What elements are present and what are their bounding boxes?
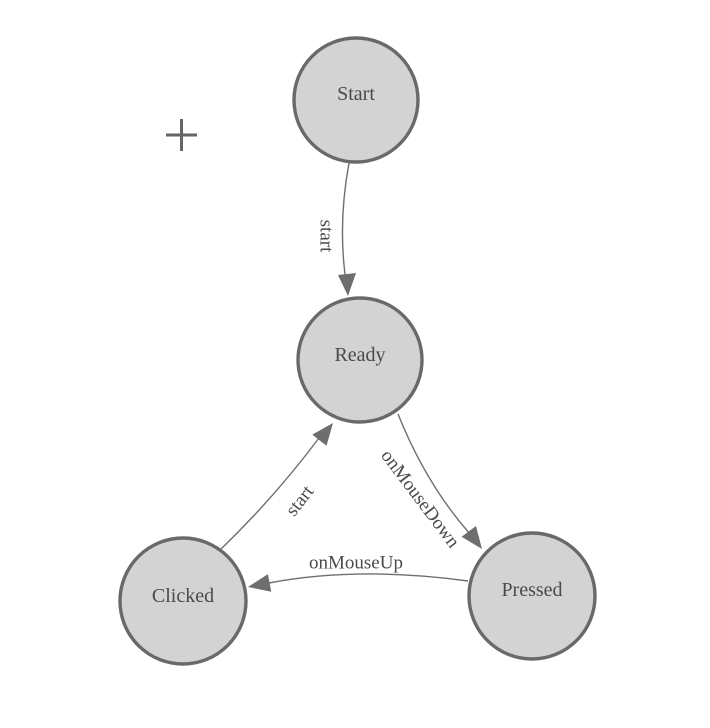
state-node-pressed-group: Pressed bbox=[467, 531, 597, 661]
edge-start-to-ready-line[interactable] bbox=[341, 162, 350, 289]
edge-ready-to-pressed: onMouseDown bbox=[376, 413, 482, 553]
state-node-ready-group: Ready bbox=[296, 296, 424, 424]
edge-start-to-ready: start bbox=[316, 162, 356, 296]
state-node-ready[interactable] bbox=[296, 296, 424, 424]
state-node-clicked-group: Clicked bbox=[118, 536, 248, 666]
arrowhead-pressed-to-clicked bbox=[248, 574, 272, 592]
state-node-pressed[interactable] bbox=[467, 531, 597, 661]
crosshair-cursor-icon bbox=[166, 119, 197, 151]
state-node-start-group: Start bbox=[292, 36, 420, 164]
arrowhead-clicked-to-ready bbox=[312, 423, 333, 446]
edge-clicked-to-ready-line[interactable] bbox=[220, 433, 323, 550]
edge-label-pressed-to-clicked: onMouseUp bbox=[309, 553, 403, 574]
edge-ready-to-pressed-line[interactable] bbox=[397, 413, 471, 535]
edge-label-clicked-to-ready: start bbox=[282, 481, 319, 520]
state-node-clicked[interactable] bbox=[118, 536, 248, 666]
edge-pressed-to-clicked: onMouseUp bbox=[248, 553, 469, 592]
arrowhead-start-to-ready bbox=[338, 273, 356, 296]
edge-clicked-to-ready: start bbox=[220, 423, 333, 550]
state-node-start[interactable] bbox=[292, 36, 420, 164]
edge-pressed-to-clicked-line[interactable] bbox=[268, 573, 469, 584]
arrowhead-ready-to-pressed bbox=[461, 526, 482, 549]
edge-label-start-to-ready: start bbox=[316, 220, 337, 253]
